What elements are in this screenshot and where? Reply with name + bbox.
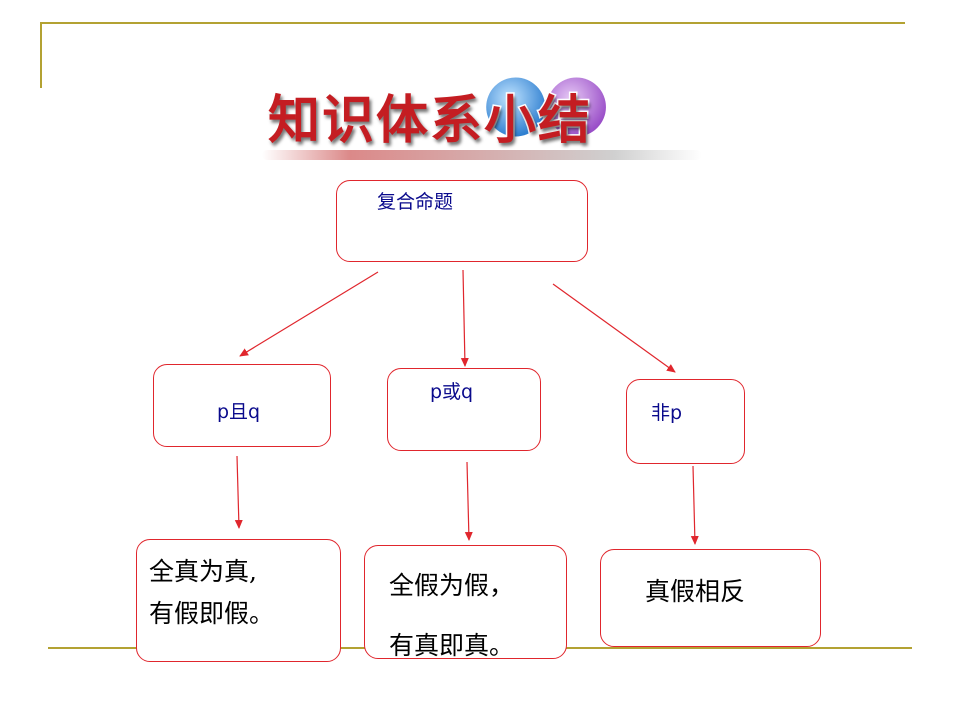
page-title: 知识体系小结: [266, 90, 593, 153]
node-or-result: 全假为假， 有真即真。: [364, 545, 567, 660]
left-rule: [40, 22, 42, 88]
result-line-2: 有真即真。: [389, 631, 515, 660]
node-and-result: 全真为真, 有假即假。: [136, 539, 341, 662]
node-not: 非p: [626, 379, 745, 464]
node-label: p且q: [217, 401, 261, 423]
arrow-or-to-result: [464, 461, 473, 541]
node-and: p且q: [153, 364, 331, 447]
node-label: 复合命题: [377, 191, 454, 213]
top-rule: [40, 22, 905, 24]
arrow-and-to-result: [234, 455, 243, 529]
node-label: 非p: [651, 402, 683, 424]
node-label: p或q: [430, 381, 474, 403]
node-or: p或q: [387, 368, 541, 451]
node-not-result: 真假相反: [600, 549, 821, 647]
title-underline: [262, 150, 702, 160]
arrow-root-to-not: [552, 283, 676, 373]
arrow-root-to-and: [239, 271, 379, 357]
title-bubble-icon: [486, 77, 606, 137]
result-line-1: 全真为真,: [149, 557, 257, 586]
arrow-root-to-or: [460, 269, 469, 367]
result-line-1: 全假为假，: [389, 571, 515, 600]
arrow-not-to-result: [690, 465, 699, 545]
result-line-2: 有假即假。: [149, 599, 275, 628]
result-line-1: 真假相反: [645, 577, 746, 606]
node-compound-proposition: 复合命题: [336, 180, 588, 262]
